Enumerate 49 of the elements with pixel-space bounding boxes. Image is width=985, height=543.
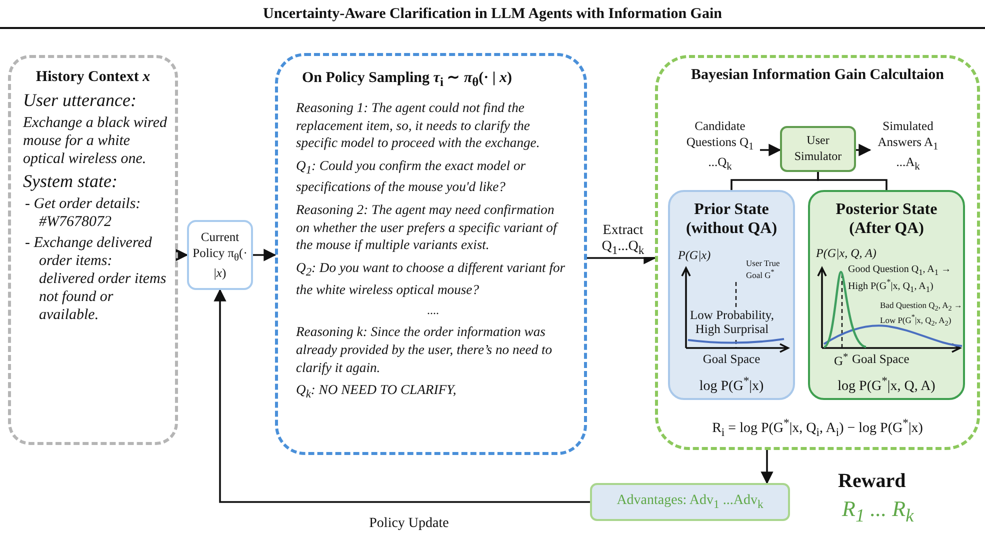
reasoning-text: Reasoning 1: The agent could not find the replacement item, so, it needs to clarify the specific model to proceed with the exchange.: [296, 99, 541, 152]
arrow: [760, 144, 782, 156]
formula: log P(G$^{*}$|x, Q, A): [836, 374, 936, 395]
section-heading: User utterance:: [22, 90, 138, 111]
axis-label: Goal Space: [702, 352, 762, 366]
simulator-box: User Simulator: [780, 126, 856, 172]
annotation: Low Probability, High Surprisal: [689, 308, 775, 337]
body-text: Exchange a black wired mouse for a white optical wireless one.: [22, 114, 167, 168]
arrow: [760, 450, 774, 484]
context-panel: [8, 55, 178, 445]
section-heading: System state:: [22, 170, 118, 192]
reward-heading: Reward: [838, 470, 906, 493]
annotation: User True Goal G$^{*}$: [746, 258, 781, 282]
prior-state-card: [668, 190, 795, 400]
reasoning-text: Reasoning 2: The agent may need confirmation on whether the user prefers a specific variant of the mouse if multiple variants exist.: [296, 201, 560, 254]
formula: log P(G$^{*}$|x): [698, 374, 765, 395]
connector-line: [817, 172, 888, 190]
panel-title: Bayesian Information Gain Calcultaion: [690, 66, 945, 84]
policy-box: Current Policy π$_{θ}$(· |x): [187, 220, 253, 290]
arrow: [214, 288, 590, 503]
axis-label: P(G|x): [678, 248, 711, 263]
reasoning-text: Reasoning k: Since the order information was already provided by the user, there’s no need to clarify it again.: [296, 323, 554, 376]
axis-label: Goal Space: [852, 352, 910, 366]
posterior-state-card: [808, 190, 965, 400]
question-text: Q$_{2}$: Do you want to choose a different variant for the white wireless optical mouse?: [296, 259, 566, 298]
annotation: Good Question Q$_{1}$, A$_{1}$ → High P(G$^{*}$|x, Q$_{1}$, A$_{1}$): [848, 264, 952, 296]
list-item: - Get order details: #W7678072: [24, 194, 142, 231]
ellipsis: ....: [426, 303, 440, 318]
sampling-panel: [275, 53, 587, 455]
information-gain-panel: [655, 55, 980, 450]
diagram-title: Uncertainty-Aware Clarification in LLM Agents with Information Gain: [262, 6, 723, 23]
question-text: Q$_{k}$: NO NEED TO CLARIFY,: [296, 381, 458, 403]
annotation: Bad Question Q$_{2}$, A$_{2}$ → Low P(G$^{*}$|x, Q$_{2}$, A$_{2}$): [880, 300, 964, 329]
reward-formula: R$_{1}$ ... R$_{k}$: [842, 496, 914, 526]
formula: R$_{i}$ = log P(G$^{*}$|x, Q$_{i}$, A$_{i}$) − log P(G$^{*}$|x): [711, 416, 924, 438]
card-title: Prior State (without QA): [684, 200, 778, 238]
node-text: Candidate Questions Q$_{1}$ ...Q$_{k}$: [680, 118, 760, 174]
card-title: Posterior State (After QA): [834, 200, 938, 238]
advantages-box: Advantages: Adv$_{1}$ ...Adv$_{k}$: [590, 483, 790, 521]
arrow: [253, 248, 276, 262]
question-text: Q$_{1}$: Could you confirm the exact model or specifications of the mouse you'd like?: [296, 157, 527, 196]
node-text: Simulated Answers A$_{1}$ ...A$_{k}$: [870, 118, 946, 174]
axis-label: P(G|x, Q, A): [816, 246, 876, 261]
panel-title: On Policy Sampling τ$_{i}$ ∼ π$_{θ}$(· | x): [301, 69, 513, 90]
arrow: [176, 248, 188, 262]
arrow: [856, 144, 872, 156]
list-item: - Exchange delivered order items: delivered order items not found or available.: [24, 234, 167, 324]
axis-label: G$^{*}$: [834, 352, 848, 369]
panel-title: History Context x: [34, 68, 152, 87]
